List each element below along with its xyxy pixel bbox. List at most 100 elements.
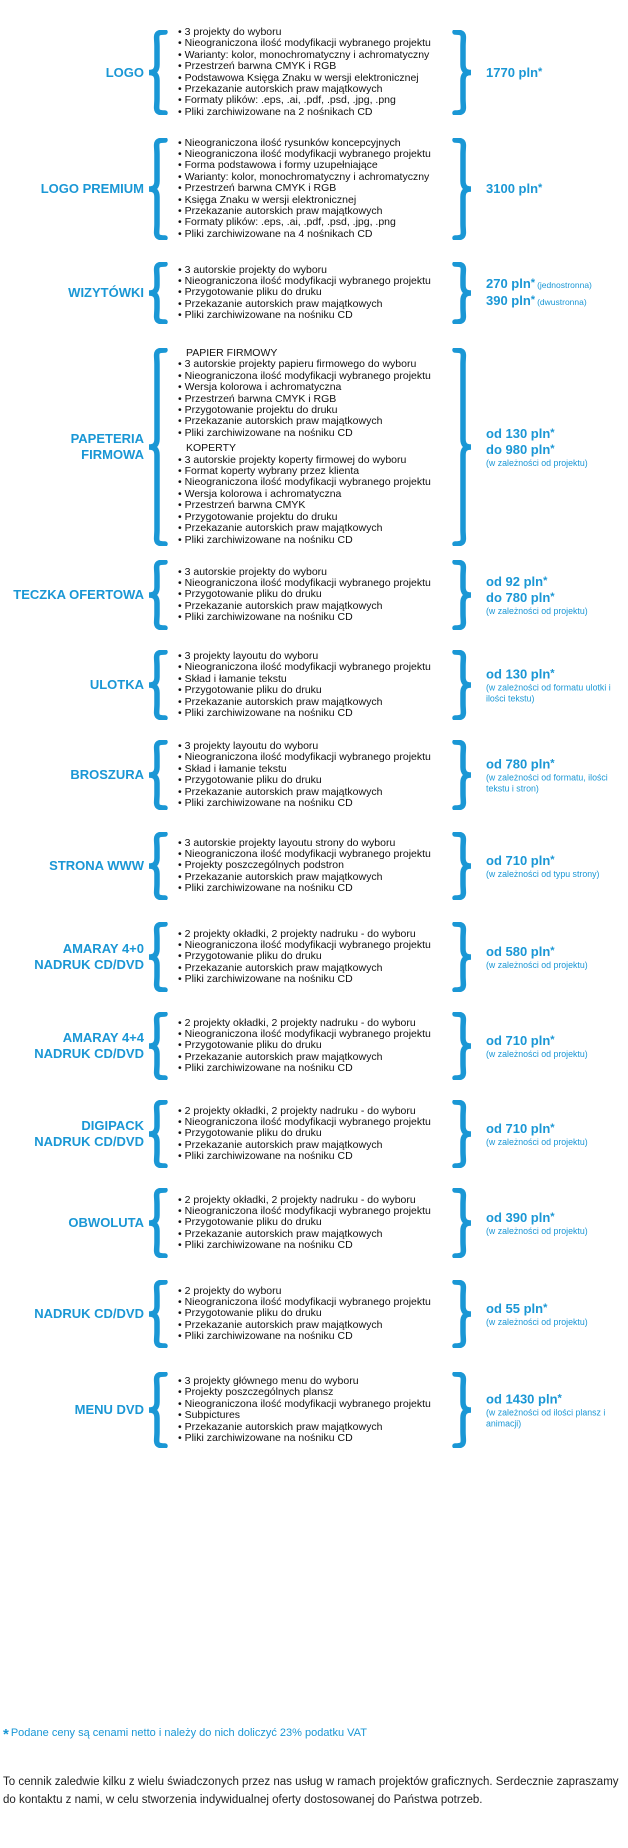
left-brace-icon: [146, 30, 168, 115]
price-amount: od 55 pln: [486, 1300, 544, 1316]
service-name: NADRUK CD/DVD: [0, 1306, 144, 1322]
feature-item: • Formaty plików: .eps, .ai, .pdf, .psd,…: [178, 216, 396, 229]
asterisk-icon: *: [550, 590, 555, 603]
feature-list: PAPIER FIRMOWY• 3 autorskie projekty pap…: [178, 347, 431, 546]
feature-item: • Subpictures: [178, 1409, 241, 1422]
price-value: od 92 pln*: [486, 574, 628, 590]
service-name: WIZYTÓWKI: [0, 285, 144, 301]
price-amount: od 710 pln: [486, 852, 551, 868]
price-value: od 710 pln*: [486, 1033, 628, 1049]
feature-list: • 2 projekty okładki, 2 projekty nadruku…: [178, 1016, 431, 1075]
feature-list: • 2 projekty okładki, 2 projekty nadruku…: [178, 1105, 431, 1163]
feature-item: • 2 projekty okładki, 2 projekty nadruku…: [178, 1016, 416, 1029]
feature-item: • 2 projekty okładki, 2 projekty nadruku…: [178, 1193, 416, 1206]
left-brace-icon: [146, 650, 168, 720]
service-name: MENU DVD: [0, 1402, 144, 1418]
right-brace-icon: [452, 922, 474, 992]
feature-item: • Pliki zarchiwizowane na nośniku CD: [178, 1432, 353, 1445]
left-brace-icon: [146, 560, 168, 630]
service-name-line: DIGIPACK: [81, 1118, 144, 1133]
service-name-line: OBWOLUTA: [68, 1215, 144, 1230]
price-block: 3100 pln*: [486, 181, 628, 197]
feature-item: • Nieograniczona ilość modyfikacji wybra…: [178, 751, 431, 764]
feature-item: • Warianty: kolor, monochromatyczny i ac…: [178, 170, 430, 183]
feature-item: • Warianty: kolor, monochromatyczny i ac…: [178, 48, 430, 61]
price-block: od 780 pln*(w zależności od formatu, ilo…: [486, 757, 628, 794]
service-name: BROSZURA: [0, 767, 144, 783]
feature-item: • Nieograniczona ilość rysunków koncepcy…: [178, 136, 401, 149]
asterisk-icon: *: [538, 65, 543, 78]
feature-item: • Nieograniczona ilość modyfikacji wybra…: [178, 369, 431, 382]
service-name-line: NADRUK CD/DVD: [34, 1306, 144, 1321]
feature-item: • Pliki zarchiwizowane na nośniku CD: [178, 533, 353, 546]
feature-item: • Przygotowanie pliku do druku: [178, 588, 322, 601]
feature-item: • Przekazanie autorskich praw majątkowyc…: [178, 83, 383, 96]
feature-item: • Projekty poszczególnych plansz: [178, 1386, 334, 1399]
feature-item: • Nieograniczona ilość modyfikacji wybra…: [178, 576, 431, 589]
asterisk-icon: *: [550, 853, 555, 866]
right-brace-icon: [452, 650, 474, 720]
price-block: 270 pln*(jednostronna)390 pln*(dwustronn…: [486, 276, 628, 310]
asterisk-icon: *: [550, 1033, 555, 1046]
price-block: od 580 pln*(w zależności od projektu): [486, 944, 628, 971]
price-block: od 130 pln*(w zależności od formatu ulot…: [486, 667, 628, 704]
feature-item: • Pliki zarchiwizowane na nośniku CD: [178, 611, 353, 624]
left-brace-icon: [146, 832, 168, 900]
price-block: od 710 pln*(w zależności od typu strony): [486, 853, 628, 880]
asterisk-icon: *: [550, 1121, 555, 1134]
asterisk-icon: *: [550, 442, 555, 455]
price-note: (w zależności od projektu): [486, 457, 588, 468]
price-note: (w zależności od projektu): [486, 605, 588, 616]
left-brace-icon: [146, 1188, 168, 1258]
service-name-line: WIZYTÓWKI: [68, 285, 144, 300]
price-note: (w zależności od formatu ulotki i ilości…: [486, 682, 611, 704]
price-value: 270 pln*(jednostronna): [486, 276, 628, 293]
feature-item: • 3 autorskie projekty koperty firmowej …: [178, 453, 407, 466]
feature-group-heading: PAPIER FIRMOWY: [186, 347, 278, 359]
service-name-line: AMARAY 4+0: [62, 941, 144, 956]
feature-list: • 3 autorskie projekty layoutu strony do…: [178, 837, 431, 895]
asterisk-icon: *: [550, 944, 555, 957]
price-block: od 55 pln*(w zależności od projektu): [486, 1301, 628, 1328]
feature-group-heading: KOPERTY: [186, 442, 236, 455]
service-name-line: MENU DVD: [74, 1402, 144, 1417]
feature-item: • Nieograniczona ilość modyfikacji wybra…: [178, 847, 431, 860]
feature-item: • Pliki zarchiwizowane na nośniku CD: [178, 1330, 353, 1343]
price-amount: od 710 pln: [486, 1032, 551, 1048]
feature-item: • Nieograniczona ilość modyfikacji wybra…: [178, 274, 431, 287]
price-block: od 710 pln*(w zależności od projektu): [486, 1033, 628, 1060]
feature-list: • 2 projekty do wyboru• Nieograniczona i…: [178, 1285, 431, 1343]
footnote-text: Podane ceny są cenami netto i należy do …: [10, 1727, 367, 1739]
feature-item: • Przygotowanie pliku do druku: [178, 1307, 322, 1320]
feature-list: • 3 autorskie projekty do wyboru• Nieogr…: [178, 565, 431, 624]
left-brace-icon: [146, 1372, 168, 1448]
price-note: (w zależności od projektu): [486, 1048, 588, 1059]
feature-item: • Podstawowa Księga Znaku w wersji elekt…: [178, 71, 419, 84]
feature-item: • Przekazanie autorskich praw majątkowyc…: [178, 1050, 383, 1063]
asterisk-icon: *: [543, 574, 548, 587]
feature-item: • Przekazanie autorskich praw majątkowyc…: [178, 1420, 383, 1433]
price-variant: (jednostronna): [537, 280, 592, 290]
feature-list: • 3 projekty layoutu do wyboru• Nieogran…: [178, 740, 431, 809]
right-brace-icon: [452, 1372, 474, 1448]
price-value: od 780 pln*: [486, 757, 628, 773]
feature-item: • Forma podstawowa i formy uzupełniające: [178, 159, 378, 172]
feature-item: • Przekazanie autorskich praw majątkowyc…: [178, 785, 383, 798]
price-amount: 3100 pln: [486, 181, 539, 196]
asterisk-icon: *: [530, 277, 536, 289]
price-block: od 710 pln*(w zależności od projektu): [486, 1121, 628, 1148]
feature-item: • Przekazanie autorskich praw majątkowyc…: [178, 204, 383, 217]
feature-item: • Pliki zarchiwizowane na 2 nośnikach CD: [178, 105, 373, 118]
feature-item: • Przekazanie autorskich praw majątkowyc…: [178, 297, 383, 310]
feature-item: • 3 autorskie projekty do wyboru: [178, 565, 327, 578]
right-brace-icon: [452, 832, 474, 900]
service-name-line: NADRUK CD/DVD: [34, 957, 144, 972]
right-brace-icon: [452, 1100, 474, 1168]
feature-item: • Przestrzeń barwna CMYK i RGB: [178, 392, 337, 405]
feature-item: • 2 projekty okładki, 2 projekty nadruku…: [178, 927, 416, 940]
price-value: od 390 pln*: [486, 1210, 628, 1226]
feature-item: • Przekazanie autorskich praw majątkowyc…: [178, 599, 383, 612]
price-note: (w zależności od projektu): [486, 1316, 588, 1327]
feature-item: • Przekazanie autorskich praw majątkowyc…: [178, 695, 383, 708]
